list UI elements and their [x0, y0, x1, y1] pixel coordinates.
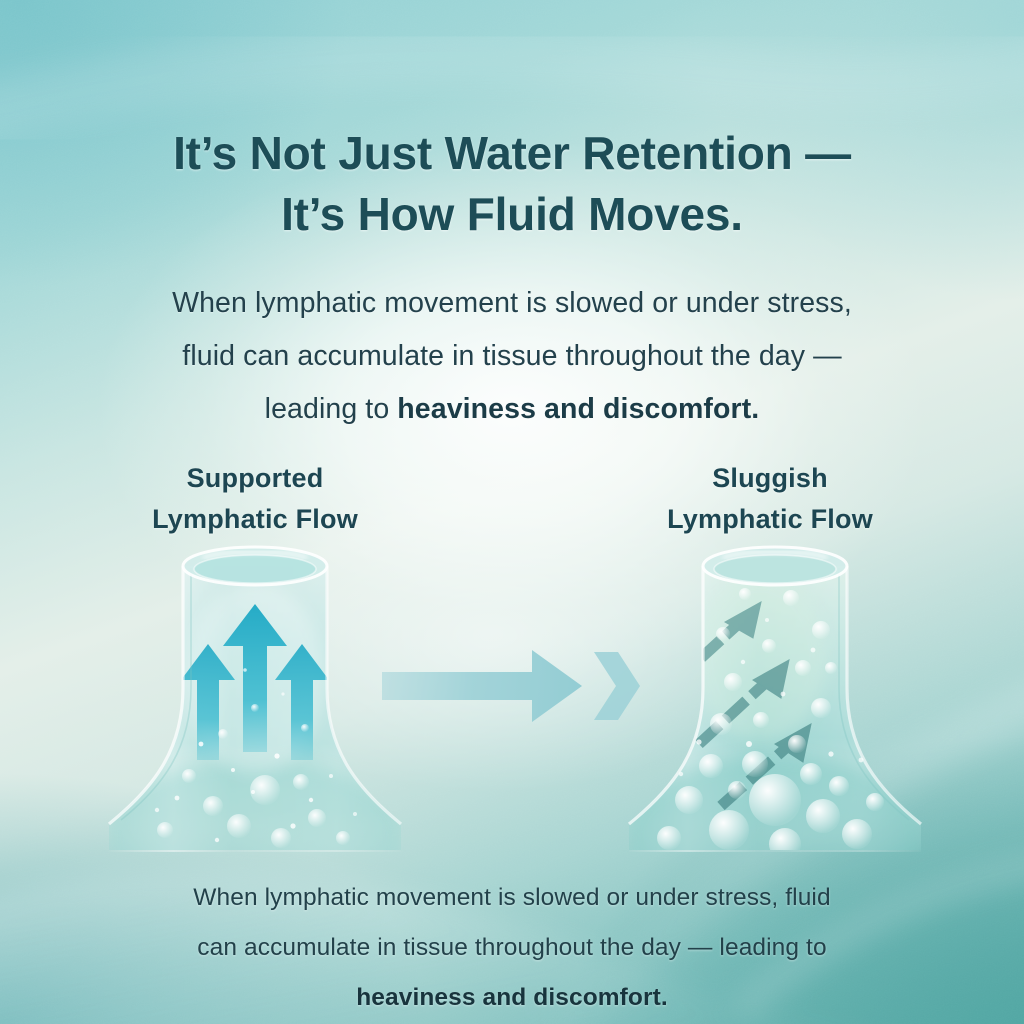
chevron-right-icon: [594, 652, 640, 720]
footer-caption: When lymphatic movement is slowed or und…: [0, 873, 1024, 1024]
page-title: It’s Not Just Water Retention — It’s How…: [0, 123, 1024, 246]
intro-emphasis: heaviness and discomfort.: [397, 392, 760, 425]
caption-line-2: can accumulate in tissue throughout the …: [197, 933, 827, 961]
panel-label-sluggish: Sluggish Lymphatic Flow: [600, 458, 940, 540]
intro-line-1: When lymphatic movement is slowed or und…: [172, 286, 852, 319]
vessel-congested-flow-icon: [627, 545, 923, 852]
panel-label-supported: Supported Lymphatic Flow: [85, 458, 425, 540]
vessel-upward-flow-icon: [107, 545, 403, 852]
intro-line-3-prefix: leading to: [264, 392, 398, 425]
intro-line-2: fluid can accumulate in tissue throughou…: [182, 339, 842, 372]
panel-label-sluggish-line-2: Lymphatic Flow: [667, 504, 873, 535]
panel-label-supported-line-2: Lymphatic Flow: [152, 504, 358, 535]
flow-arrow-group: [181, 604, 329, 760]
right-arrow-icon: [382, 650, 640, 722]
caption-line-3: heaviness and discomfort.: [0, 973, 1024, 1023]
panel-label-sluggish-line-1: Sluggish: [712, 463, 828, 493]
caption-line-1: When lymphatic movement is slowed or und…: [193, 883, 831, 911]
intro-line-3: leading to heaviness and discomfort.: [0, 383, 1024, 436]
particle-group: [154, 668, 357, 848]
caption-emphasis: heaviness and discomfort.: [356, 984, 668, 1012]
intro-paragraph: When lymphatic movement is slowed or und…: [0, 277, 1024, 436]
headline-line-2: It’s How Fluid Moves.: [281, 188, 743, 241]
headline-line-1: It’s Not Just Water Retention —: [173, 126, 851, 179]
panel-label-supported-line-1: Supported: [186, 463, 324, 493]
particle-group: [657, 588, 884, 850]
